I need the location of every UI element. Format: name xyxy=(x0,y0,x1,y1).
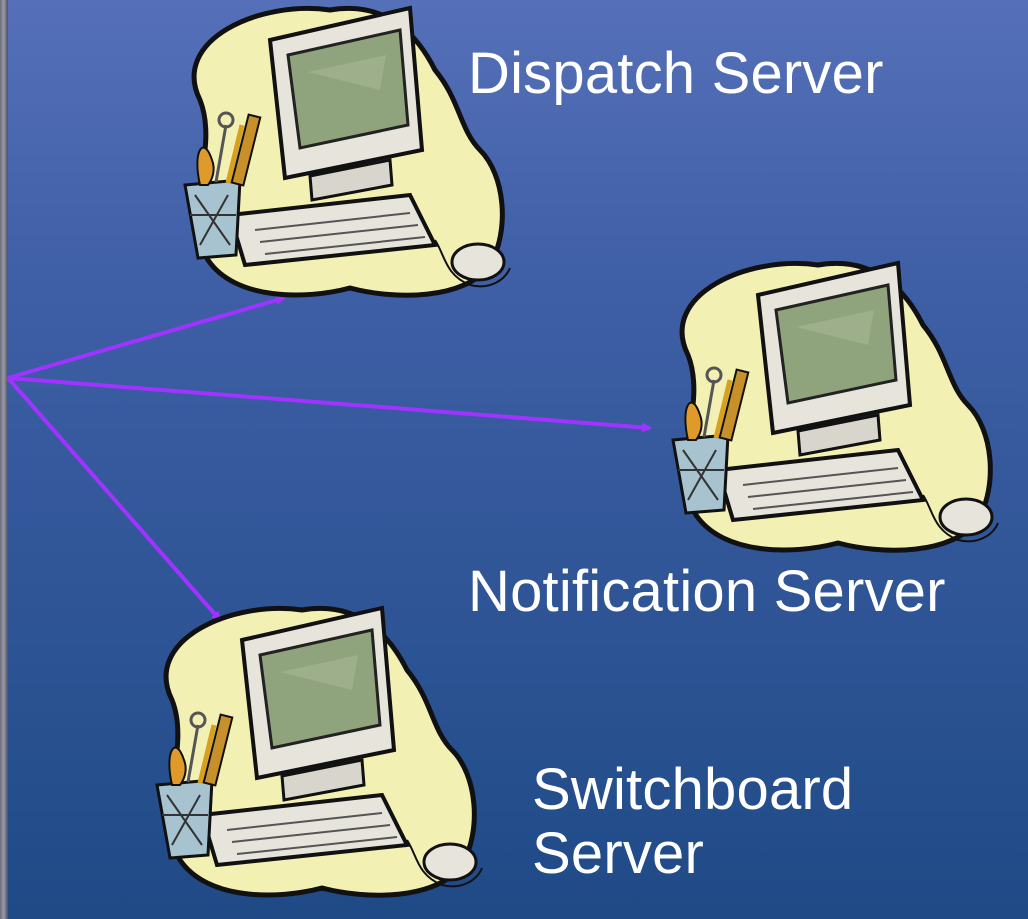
arrow-to-notification-server xyxy=(7,376,652,433)
dispatch-server-computer-icon xyxy=(185,8,510,295)
switchboard-server-computer-icon xyxy=(157,608,482,895)
notification-server-label: Notification Server xyxy=(468,559,946,624)
arrow-to-switchboard-server xyxy=(6,376,222,622)
arrow-to-dispatch-server xyxy=(7,295,286,380)
dispatch-server-label: Dispatch Server xyxy=(468,41,884,106)
left-edge-strip xyxy=(0,0,8,919)
notification-server-computer-icon xyxy=(673,263,998,550)
switchboard-server-label: Switchboard Server xyxy=(532,758,853,886)
switchboard-server-label-line1: Switchboard xyxy=(532,757,854,822)
switchboard-server-label-line2: Server xyxy=(532,821,705,886)
